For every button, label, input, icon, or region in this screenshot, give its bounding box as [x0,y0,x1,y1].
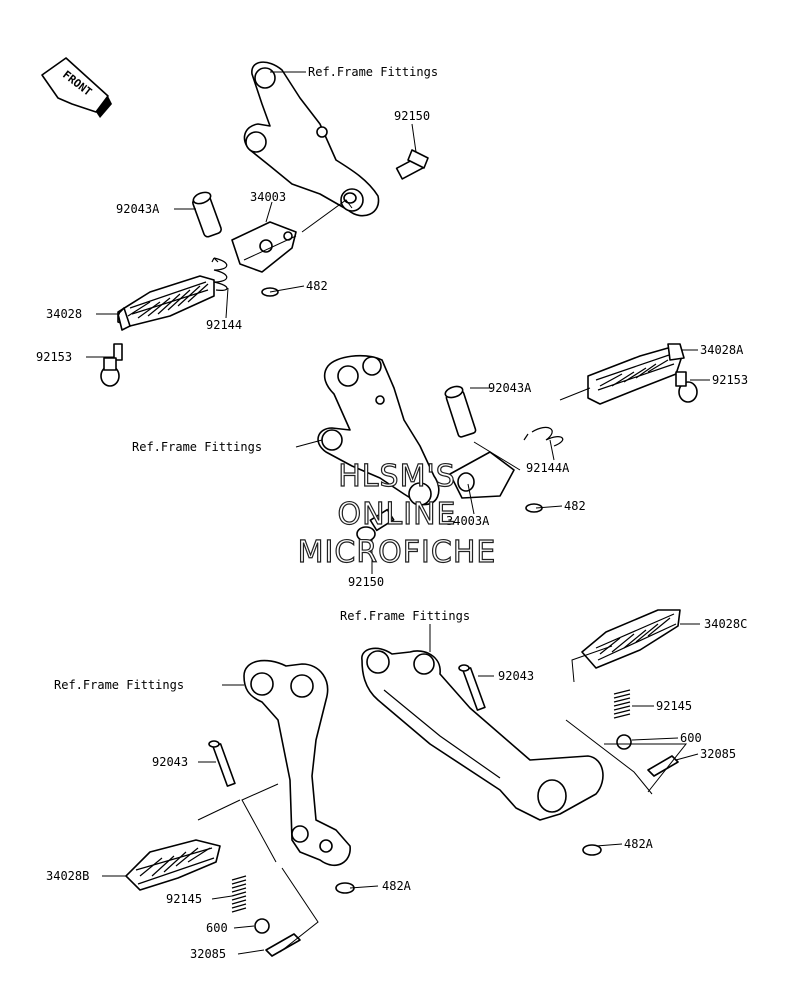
callout-482A-a: 482A [624,837,654,851]
upper-left-clevis-pin [100,343,123,387]
lower-left-ball [254,918,270,934]
front-direction-badge: FRONT [41,57,112,118]
callout-92145-a: 92145 [656,699,692,713]
callout-92043-a: 92043 [498,669,534,683]
callout-34003: 34003 [250,190,286,204]
callout-34028: 34028 [46,307,82,321]
watermark: HLSM'S ONLINE MICROFICHE [297,458,497,570]
upper-left-footpeg [117,275,215,331]
upper-left-pin [192,191,222,238]
callout-92150-b: 92150 [348,575,384,589]
middle-bracket [317,354,440,506]
callout-34003A: 34003A [446,514,490,528]
upper-left-holder [231,221,297,273]
upper-left-bracket [243,61,380,217]
callout-92144: 92144 [206,318,242,332]
lower-right-washer [582,844,602,856]
callout-482-b: 482 [564,499,586,513]
callout-600-a: 600 [680,731,702,745]
callout-92043-b: 92043 [152,755,188,769]
lower-right-pin [458,664,486,711]
callout-92043A-b: 92043A [488,381,532,395]
callout-ref-lower-left: Ref.Frame Fittings [54,678,184,692]
middle-pin [444,385,477,438]
callout-ref-mid: Ref.Frame Fittings [132,440,262,454]
upper-left-spring [211,257,228,291]
callout-92144A: 92144A [526,461,570,475]
callout-32085-a: 32085 [700,747,736,761]
lower-right-ball [616,734,632,750]
lower-left-pin [208,740,236,787]
middle-pivot-bolt [356,508,395,542]
callout-32085-b: 32085 [190,947,226,961]
callout-labels: Ref.Frame Fittings 92150 92043A 34003 48… [36,65,748,961]
callout-34028B: 34028B [46,869,89,883]
leader-lines [86,71,710,955]
upper-left-pivot-bolt [395,149,429,180]
middle-footpeg [587,343,685,405]
callout-92145-b: 92145 [166,892,202,906]
lower-right-spring [613,689,631,719]
callout-92150-a: 92150 [394,109,430,123]
lower-right-bracket [361,647,604,821]
lower-left-spring [231,875,247,913]
middle-holder [449,451,515,499]
callout-34028A: 34028A [700,343,744,357]
callout-482A-b: 482A [382,879,412,893]
lower-left-bracket [243,659,351,866]
lower-right-footpeg [581,609,681,669]
lower-left-footpeg [125,839,221,891]
watermark-line-2: ONLINE [337,497,456,532]
watermark-line-1: HLSM'S [338,459,456,494]
middle-spring [523,426,564,447]
watermark-line-3: MICROFICHE [298,535,497,570]
callout-600-b: 600 [206,921,228,935]
callout-482-a: 482 [306,279,328,293]
callout-92153-b: 92153 [712,373,748,387]
callout-92043A-a: 92043A [116,202,160,216]
middle-clevis-pin [675,371,698,403]
callout-34028C: 34028C [704,617,747,631]
lower-right-plate [647,755,679,777]
callout-ref-top: Ref.Frame Fittings [308,65,438,79]
lower-left-plate [265,933,301,957]
callout-92153-a: 92153 [36,350,72,364]
callout-ref-lower-right: Ref.Frame Fittings [340,609,470,623]
